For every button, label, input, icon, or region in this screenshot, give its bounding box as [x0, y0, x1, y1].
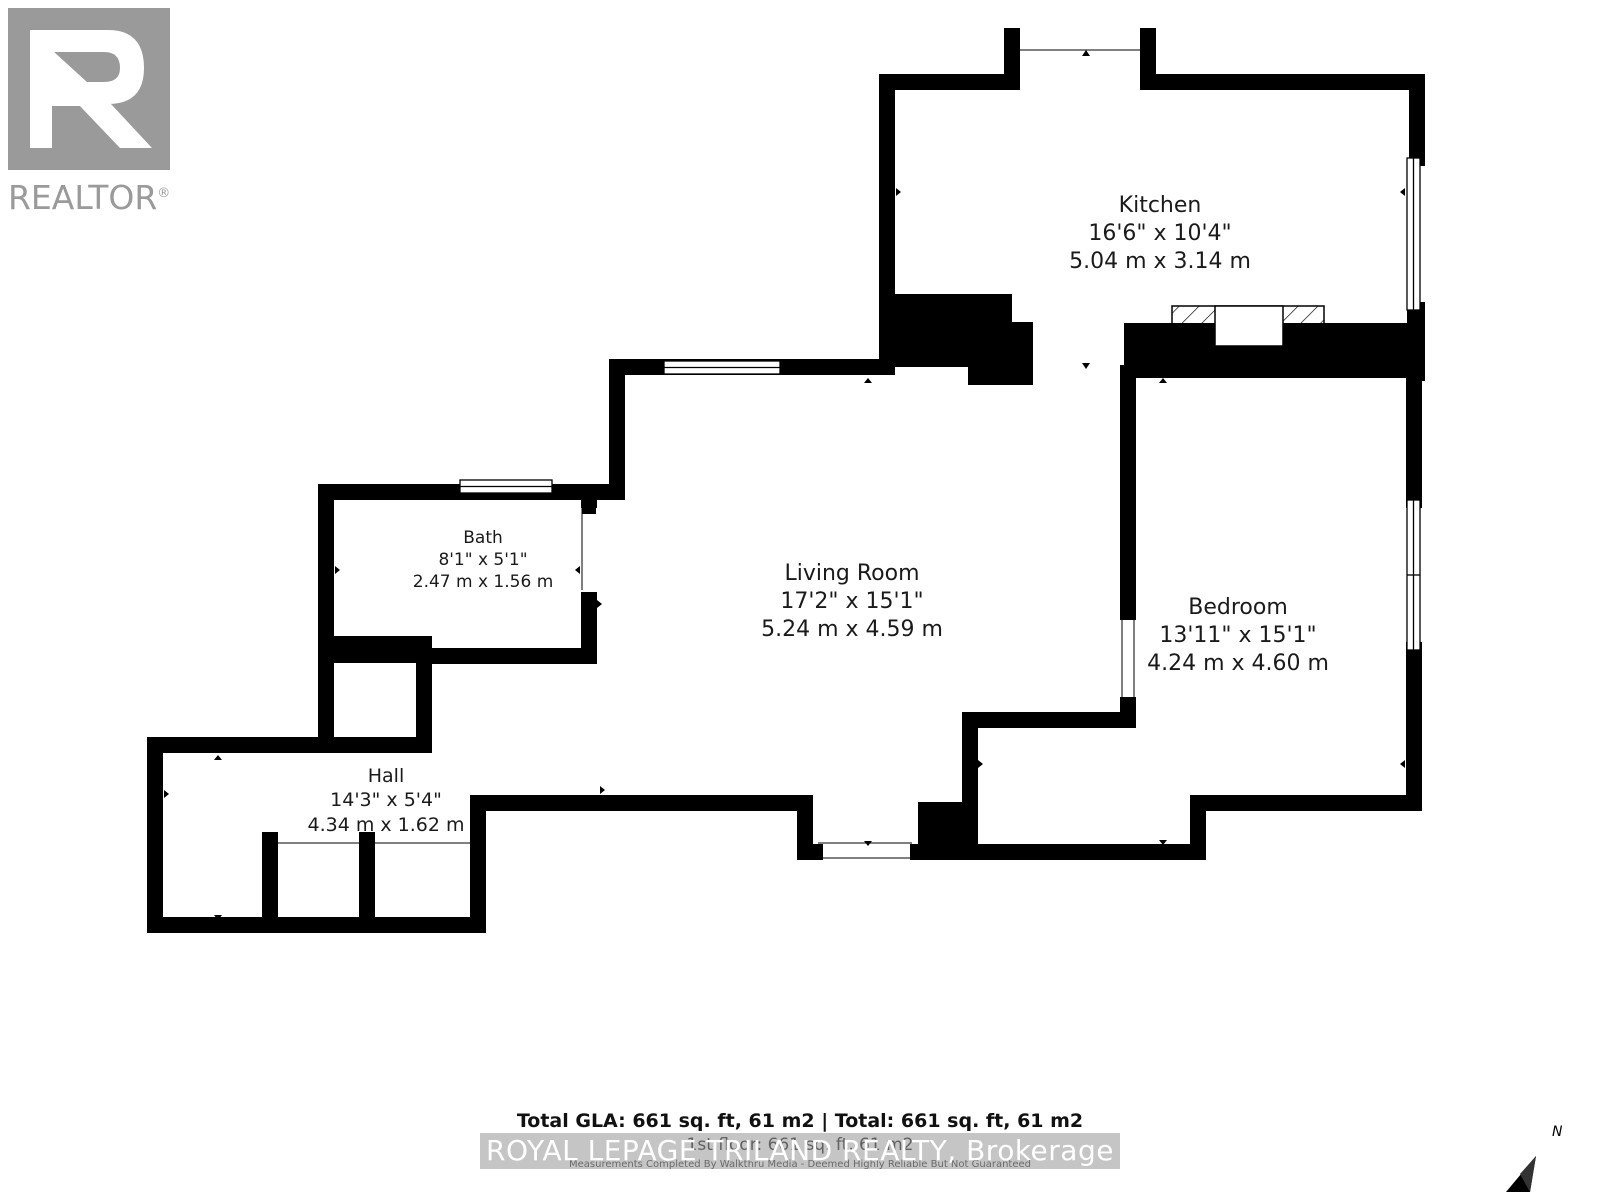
bedroom-label: Bedroom 13'11" x 15'1" 4.24 m x 4.60 m [1147, 594, 1329, 678]
bedroom-metric: 4.24 m x 4.60 m [1147, 651, 1329, 677]
kitchen-name: Kitchen [1118, 193, 1202, 218]
brokerage-watermark: ROYAL LEPAGE TRILAND REALTY, Brokerage [480, 1133, 1120, 1169]
kitchen-metric: 5.04 m x 3.14 m [1069, 249, 1251, 275]
hall-wall [147, 737, 823, 933]
openings [278, 49, 1140, 859]
fireplace [1171, 305, 1325, 367]
realtor-wordmark: REALTOR® [8, 178, 170, 217]
total-area: Total GLA: 661 sq. ft, 61 m2 | Total: 66… [516, 1110, 1084, 1132]
realtor-logo: REALTOR® [8, 8, 188, 218]
living-stub [582, 496, 596, 514]
north-arrow-icon: N [1506, 1124, 1563, 1192]
living-wall-top [609, 359, 895, 500]
windows [459, 157, 1421, 651]
bedroom-name: Bedroom [1188, 595, 1288, 620]
kitchen-label: Kitchen 16'6" x 10'4" 5.04 m x 3.14 m [1069, 192, 1251, 276]
bath-name: Bath [463, 528, 503, 548]
bath-imperial: 8'1" x 5'1" [438, 549, 528, 570]
kitchen-imperial: 16'6" x 10'4" [1088, 221, 1232, 247]
bedroom-imperial: 13'11" x 15'1" [1159, 623, 1317, 649]
kitchen-wall-left [879, 28, 1020, 375]
living-room-name: Living Room [784, 561, 920, 586]
realtor-r-icon [8, 8, 170, 170]
bedroom-wall-west [962, 697, 1136, 860]
hall-label: Hall 14'3" x 5'4" 4.34 m x 1.62 m [307, 764, 464, 837]
kitchen-east-block-2 [1407, 310, 1423, 380]
bath-wall-bottom [416, 592, 597, 664]
dimension-markers [164, 50, 1405, 920]
living-room-metric: 5.24 m x 4.59 m [761, 617, 943, 643]
north-label: N [1552, 1124, 1563, 1140]
bath-corner-block [326, 636, 432, 663]
hall-imperial: 14'3" x 5'4" [330, 789, 442, 812]
fireplace-firebox [1214, 305, 1284, 347]
bath-label: Bath 8'1" x 5'1" 2.47 m x 1.56 m [413, 528, 554, 593]
walls [147, 28, 1425, 933]
hall-name: Hall [367, 765, 405, 787]
kitchen-wall-right [1140, 28, 1425, 166]
realtor-wordmark-text: REALTOR [8, 178, 158, 217]
living-room-label: Living Room 17'2" x 15'1" 5.24 m x 4.59 … [761, 560, 943, 644]
bath-metric: 2.47 m x 1.56 m [412, 571, 554, 592]
living-room-imperial: 17'2" x 15'1" [780, 589, 924, 615]
living-corner-block [918, 802, 974, 859]
hall-metric: 4.34 m x 1.62 m [307, 813, 465, 836]
bedroom-wall-bottom [910, 795, 1422, 860]
kitchen-counter-block [880, 294, 1033, 385]
registered-mark: ® [157, 186, 171, 201]
